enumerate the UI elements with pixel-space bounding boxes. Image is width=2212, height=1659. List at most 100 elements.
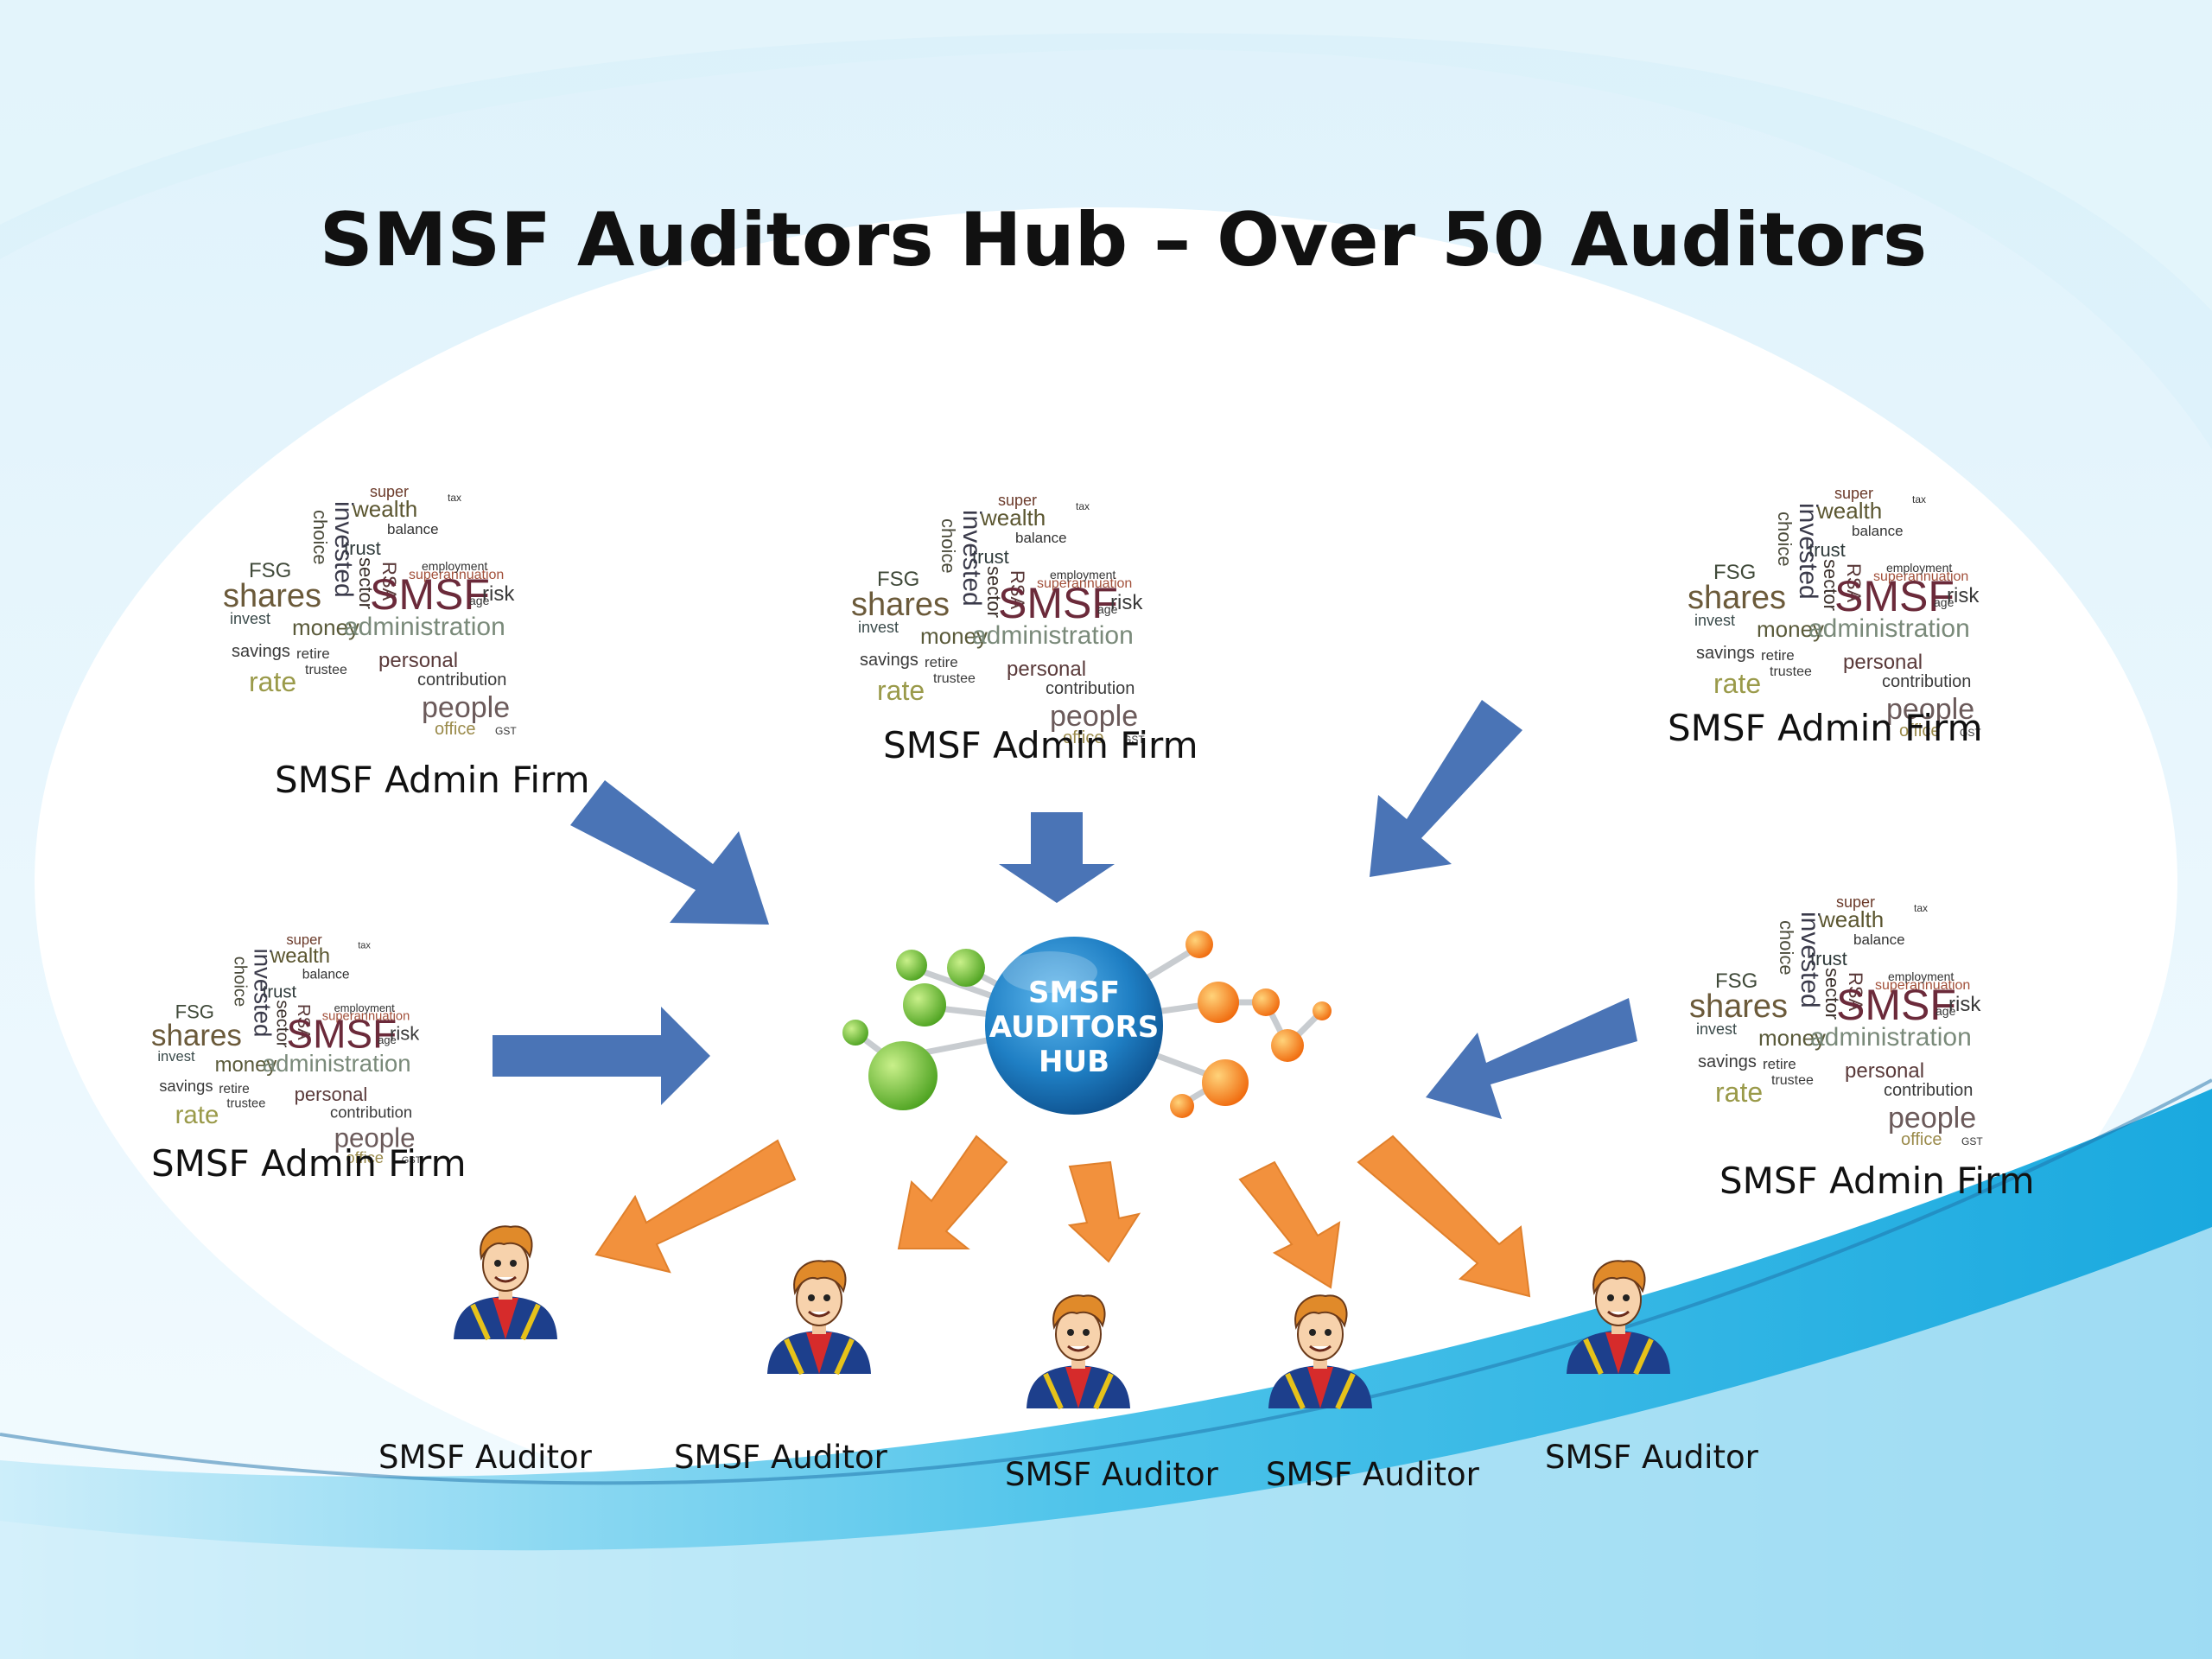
- auditor-arrow-2: [897, 1135, 1008, 1249]
- word-cloud-word: money: [1758, 1025, 1826, 1051]
- word-cloud-word: FSG: [249, 559, 291, 582]
- hub-label-line-1: SMSF: [1028, 976, 1120, 1010]
- word-cloud-word: people: [334, 1123, 416, 1154]
- word-cloud-word: people: [1886, 693, 1974, 726]
- word-cloud-word: balance: [1853, 931, 1905, 948]
- word-cloud-word: shares: [1688, 580, 1786, 616]
- word-cloud-word: contribution: [1884, 1081, 1973, 1100]
- word-cloud-word: tax: [1076, 500, 1090, 512]
- word-cloud-word: shares: [151, 1019, 242, 1052]
- word-cloud-word: sector: [1820, 559, 1841, 611]
- hub-label-line-3: HUB: [1039, 1045, 1109, 1079]
- word-cloud-word: personal: [1843, 651, 1923, 674]
- word-cloud-word: office: [346, 1148, 384, 1166]
- word-cloud-word: money: [920, 623, 988, 649]
- word-cloud-word: rate: [877, 675, 925, 706]
- word-cloud-word: savings: [1698, 1052, 1757, 1071]
- word-cloud-word: retire: [296, 645, 330, 662]
- word-cloud-word: super: [1834, 485, 1873, 502]
- word-cloud-word: savings: [1696, 644, 1755, 663]
- word-cloud-word: invest: [1696, 1020, 1737, 1038]
- word-cloud-word: employment: [1050, 568, 1116, 582]
- word-cloud-word: SMSF: [1834, 572, 1955, 620]
- word-cloud-word: trustee: [1771, 1073, 1814, 1088]
- word-cloud-word: SMSF: [998, 579, 1118, 627]
- auditor-label-1: SMSF Auditor: [378, 1439, 592, 1476]
- word-cloud-word: age: [1934, 595, 1955, 609]
- word-cloud-word: super: [286, 931, 322, 948]
- word-cloud-word: savings: [159, 1077, 213, 1095]
- word-cloud-word: wealth: [352, 496, 417, 522]
- word-cloud-word: RSA: [1845, 972, 1866, 1012]
- word-cloud-word: personal: [1007, 658, 1086, 681]
- word-cloud-word: retire: [219, 1082, 250, 1096]
- word-cloud-word: super: [998, 492, 1037, 509]
- word-cloud-word: trustee: [226, 1097, 265, 1111]
- word-cloud-word: trustee: [305, 663, 347, 677]
- word-cloud-word: administration: [972, 621, 1134, 650]
- word-cloud-word: age: [378, 1033, 396, 1046]
- word-cloud-word: contribution: [1046, 679, 1135, 698]
- word-cloud-word: shares: [1689, 988, 1788, 1025]
- auditor-figure-3: [1027, 1294, 1130, 1410]
- firm-label-right: SMSF Admin Firm: [1719, 1160, 2035, 1202]
- word-cloud-word: personal: [1845, 1059, 1924, 1083]
- firm-arrow-right: [1426, 998, 1637, 1119]
- word-cloud-word: GST: [495, 725, 517, 737]
- word-cloud-word: retire: [1763, 1056, 1796, 1072]
- word-cloud-word: people: [1888, 1102, 1976, 1135]
- word-cloud-word: SMSF: [370, 570, 490, 619]
- firm-label-top-right: SMSF Admin Firm: [1668, 707, 1983, 749]
- word-cloud-word: personal: [295, 1084, 368, 1105]
- word-cloud-word: superannuation: [409, 568, 504, 582]
- word-cloud-word: risk: [1110, 591, 1143, 614]
- word-cloud-word: choice: [231, 957, 250, 1007]
- auditor-arrow-1: [594, 1139, 797, 1274]
- word-cloud-word: choice: [309, 510, 331, 565]
- word-cloud-word: wealth: [270, 944, 330, 968]
- word-cloud-word: invest: [1694, 612, 1735, 629]
- word-cloud-word: shares: [851, 587, 950, 623]
- word-cloud-word: risk: [1947, 584, 1980, 607]
- word-cloud-word: choice: [938, 518, 959, 574]
- word-cloud-word: age: [1097, 602, 1118, 616]
- auditor-label-4: SMSF Auditor: [1266, 1456, 1479, 1493]
- word-cloud-word: invested: [1796, 912, 1824, 1008]
- word-cloud-word: invested: [329, 501, 358, 598]
- word-cloud-word: rate: [175, 1101, 219, 1129]
- word-cloud-word: trust: [263, 983, 297, 1002]
- word-cloud-word: trust: [344, 537, 381, 559]
- orange-atoms: [1170, 931, 1332, 1118]
- word-cloud-word: contribution: [330, 1103, 412, 1122]
- word-cloud-word: invest: [230, 610, 270, 627]
- firm-arrow-top-left: [570, 780, 769, 925]
- word-cloud-word: FSG: [175, 1001, 214, 1023]
- auditor-figure-2: [767, 1260, 871, 1376]
- word-cloud-word: contribution: [417, 671, 506, 690]
- word-cloud-word: balance: [1852, 523, 1904, 539]
- word-cloud-word: savings: [860, 651, 918, 670]
- word-cloud-word: risk: [1948, 993, 1981, 1016]
- word-cloud-word: savings: [232, 642, 290, 661]
- word-cloud-word: rate: [249, 666, 296, 697]
- auditor-figure-5: [1567, 1260, 1670, 1376]
- word-cloud-word: contribution: [1882, 672, 1971, 691]
- word-cloud-word: super: [1836, 893, 1875, 911]
- word-cloud-word: people: [1050, 700, 1138, 733]
- word-cloud-word: invested: [957, 510, 986, 607]
- word-cloud-word: RSA: [1007, 570, 1028, 610]
- auditors-hub: SMSF AUDITORS HUB: [842, 931, 1332, 1118]
- word-cloud-word: tax: [1914, 902, 1928, 914]
- word-cloud-word: employment: [422, 559, 487, 573]
- word-cloud-word: rate: [1713, 668, 1761, 699]
- word-cloud-word: tax: [358, 941, 371, 951]
- word-cloud-word: risk: [482, 582, 515, 606]
- word-cloud-word: risk: [390, 1022, 420, 1044]
- word-cloud-word: age: [1936, 1004, 1956, 1018]
- word-cloud-word: sector: [983, 566, 1005, 618]
